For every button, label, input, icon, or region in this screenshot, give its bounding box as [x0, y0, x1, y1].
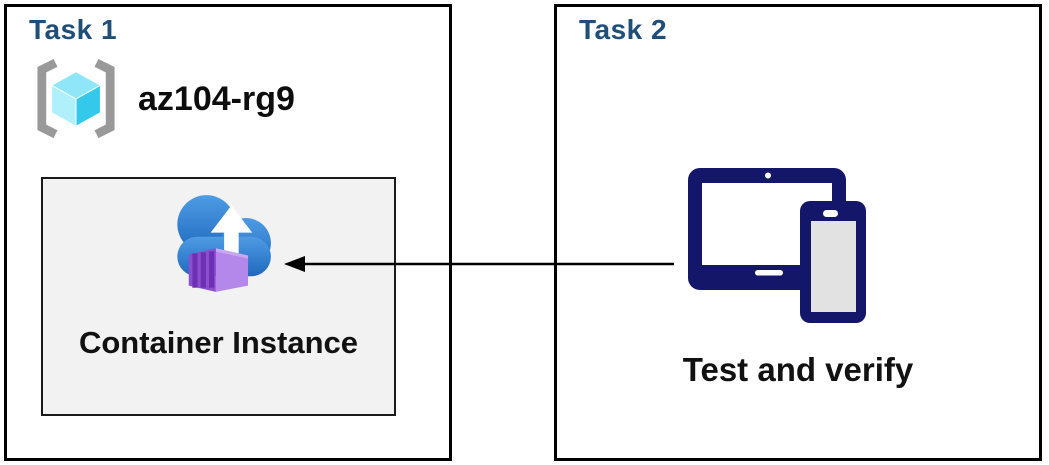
tablet-home-button: [755, 270, 783, 276]
resource-group-row: az104-rg9: [28, 58, 295, 140]
container-instance-card: Container Instance: [41, 177, 396, 416]
upload-arrow-glyph: [210, 205, 253, 258]
task1-box: Task 1 az104-rg9: [4, 4, 452, 461]
task2-title: Task 2: [579, 14, 668, 45]
phone-glyph: [800, 201, 866, 323]
tablet-and-phone-icon: [688, 168, 866, 323]
container-instance-icon: [177, 195, 271, 292]
task1-title: Task 1: [29, 14, 118, 45]
resource-group-name: az104-rg9: [138, 79, 295, 118]
resource-group-icon: [37, 58, 115, 139]
container-box-glyph: [188, 248, 249, 292]
container-instance-label: Container Instance: [78, 325, 359, 360]
test-and-verify-label: Test and verify: [682, 351, 914, 388]
phone-speaker: [823, 210, 838, 217]
task2-box: Task 2 Test and verify: [554, 4, 1042, 461]
tablet-camera-dot: [765, 172, 771, 179]
